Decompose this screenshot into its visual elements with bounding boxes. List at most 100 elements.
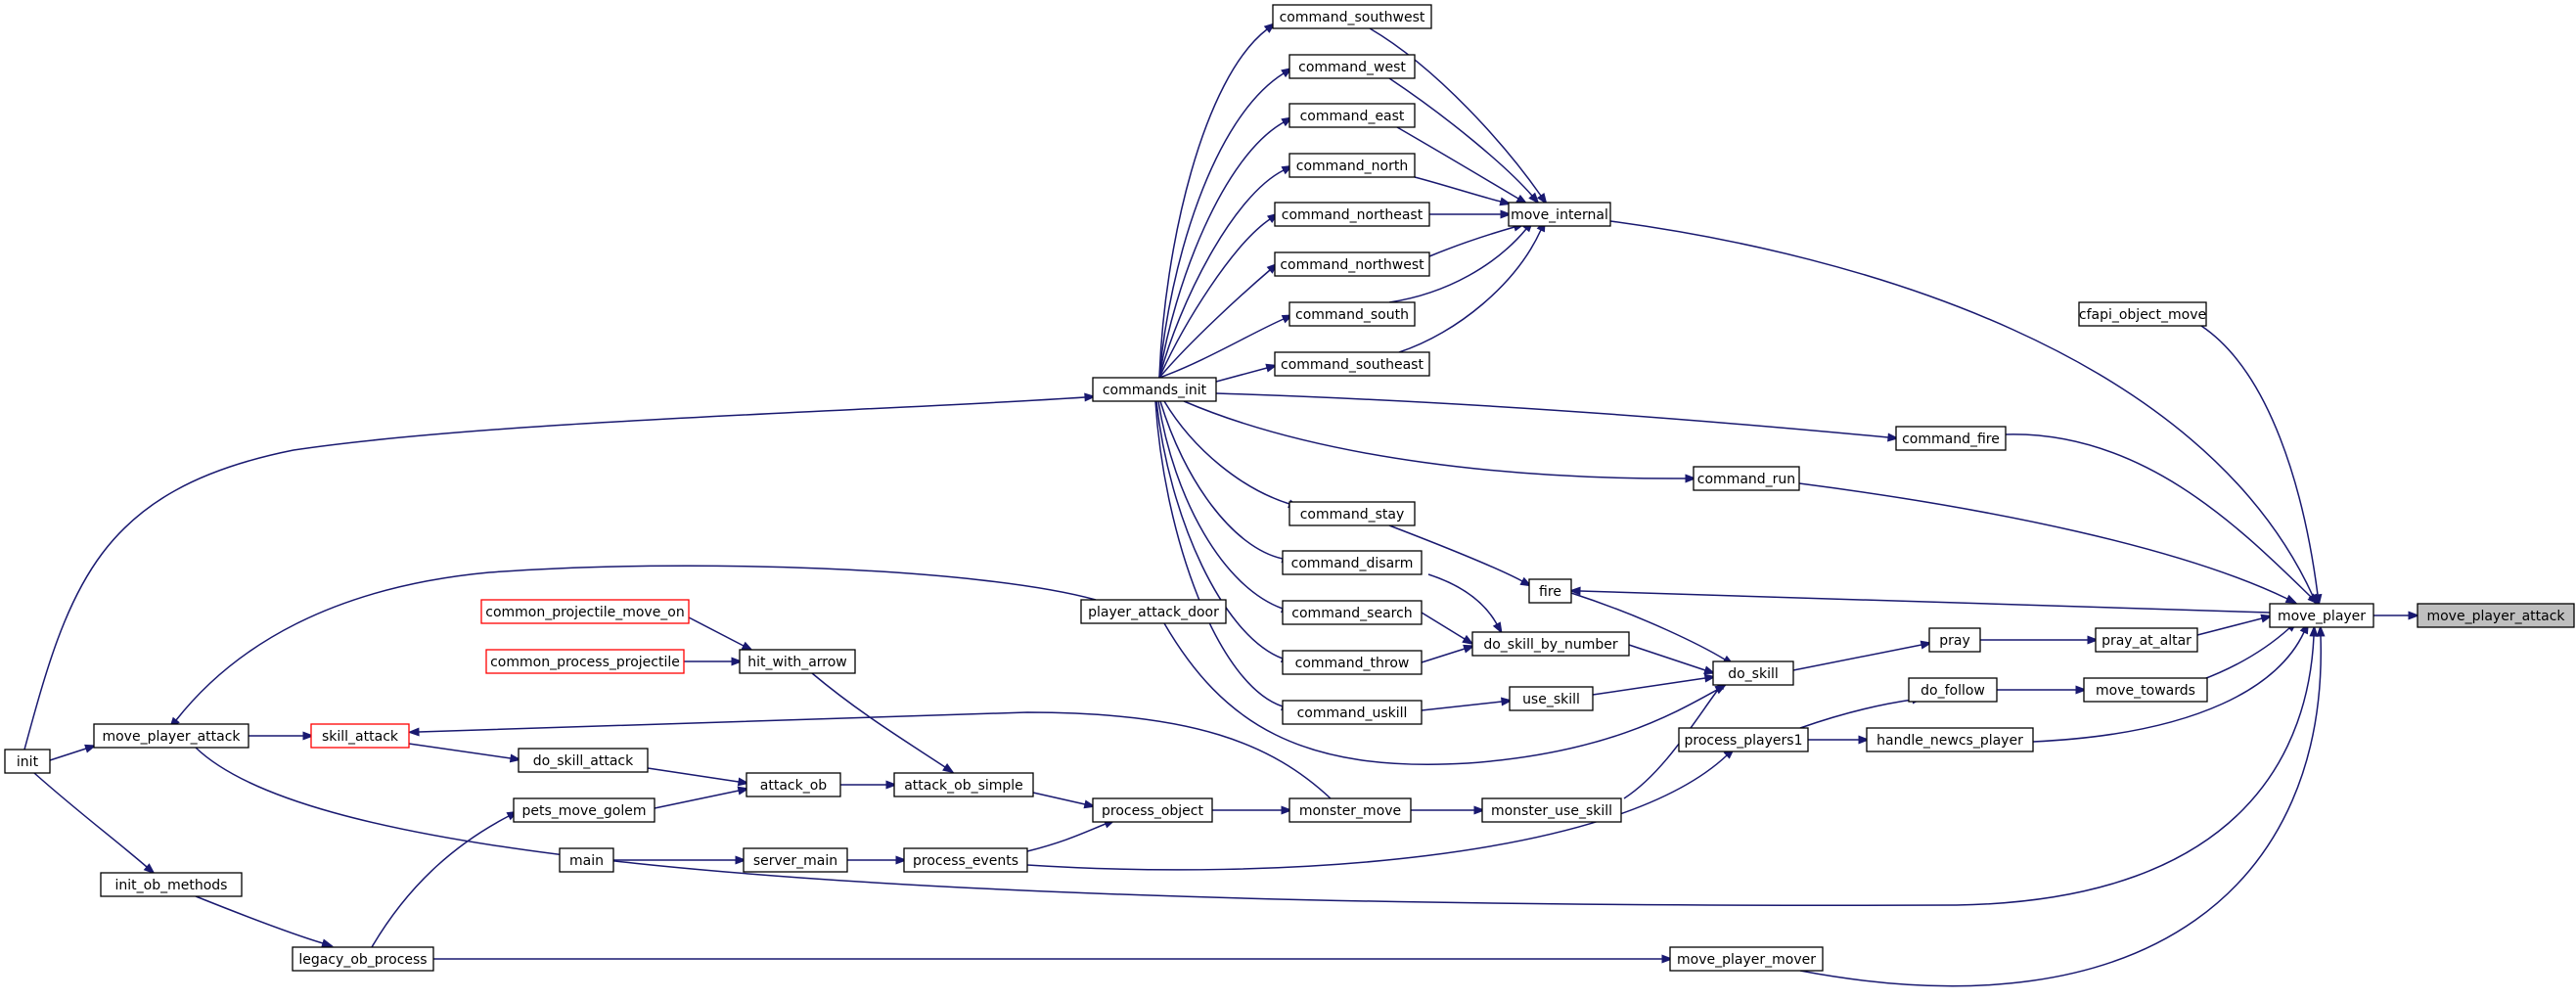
edge-line <box>1592 677 1706 696</box>
node-command-throw[interactable]: command_throw <box>1282 650 1423 675</box>
node-init[interactable]: init <box>4 749 51 774</box>
node-label: handle_newcs_player <box>1876 733 2023 749</box>
node-command-south[interactable]: command_south <box>1288 301 1416 327</box>
edge-arrowhead <box>321 938 334 948</box>
node-legacy-ob-process[interactable]: legacy_ob_process <box>292 946 434 972</box>
node-label: command_throw <box>1295 656 1410 671</box>
node-skill-attack[interactable]: skill_attack <box>310 723 410 749</box>
node-pray[interactable]: pray <box>1928 627 1981 653</box>
node-move-player-attack-l[interactable]: move_player_attack <box>93 723 249 749</box>
node-move-player-attack[interactable]: move_player_attack <box>2417 603 2575 628</box>
node-move-player-mover[interactable]: move_player_mover <box>1669 946 1824 972</box>
node-common-projectile-move-on[interactable]: common_projectile_move_on <box>480 599 690 624</box>
edge-pets_move_golem-to-attack_ob <box>654 786 750 809</box>
node-box <box>1092 377 1217 402</box>
edge-monster_move-to-skill_attack <box>407 711 1332 799</box>
node-attack-ob[interactable]: attack_ob <box>746 772 841 797</box>
node-do-follow[interactable]: do_follow <box>1908 677 1998 703</box>
node-box <box>1528 578 1572 604</box>
edge-process_object-to-monster_move <box>1212 805 1293 815</box>
node-commands-init[interactable]: commands_init <box>1092 377 1217 402</box>
node-pets-move-golem[interactable]: pets_move_golem <box>513 797 655 823</box>
node-cfapi-object-move[interactable]: cfapi_object_move <box>2078 301 2207 327</box>
node-process-players1[interactable]: process_players1 <box>1678 727 1809 752</box>
edge-main-to-server_main <box>613 855 747 865</box>
edge-line <box>1609 220 2314 597</box>
edge-commands_init-to-command_southwest <box>1158 22 1276 379</box>
node-box <box>1471 631 1630 657</box>
node-fire[interactable]: fire <box>1528 578 1572 604</box>
node-main[interactable]: main <box>559 847 614 873</box>
node-attack-ob-simple[interactable]: attack_ob_simple <box>893 772 1034 797</box>
node-do-skill[interactable]: do_skill <box>1712 660 1794 686</box>
edge-arrowhead <box>1281 805 1293 815</box>
node-move-towards[interactable]: move_towards <box>2083 677 2208 703</box>
node-command-southeast[interactable]: command_southeast <box>1274 351 1430 377</box>
edge-line <box>1396 126 1519 200</box>
node-box <box>513 797 655 823</box>
node-pray-at-altar[interactable]: pray_at_altar <box>2095 627 2198 653</box>
node-box <box>1509 686 1594 711</box>
edge-command_east-to-move_internal <box>1396 126 1528 205</box>
node-command-run[interactable]: command_run <box>1693 466 1800 491</box>
node-command-stay[interactable]: command_stay <box>1288 501 1416 526</box>
node-command-north[interactable]: command_north <box>1288 153 1416 178</box>
node-command-disarm[interactable]: command_disarm <box>1282 550 1423 575</box>
node-command-northeast[interactable]: command_northeast <box>1274 202 1430 227</box>
graph-edges <box>23 22 2420 987</box>
node-label: pets_move_golem <box>522 803 647 819</box>
edge-line <box>1570 592 1726 660</box>
edge-arrowhead <box>1462 634 1474 645</box>
node-process-events[interactable]: process_events <box>903 847 1028 873</box>
node-label: server_main <box>753 853 837 869</box>
edge-line <box>1388 228 1527 303</box>
node-do-skill-attack[interactable]: do_skill_attack <box>518 748 649 773</box>
node-init-ob-methods[interactable]: init_ob_methods <box>100 872 243 897</box>
node-command-search[interactable]: command_search <box>1282 600 1423 625</box>
edge-use_skill-to-do_skill <box>1592 673 1717 696</box>
edge-arrowhead <box>2260 614 2274 623</box>
node-process-object[interactable]: process_object <box>1092 797 1213 823</box>
node-command-fire[interactable]: command_fire <box>1895 426 2007 451</box>
edge-arrowhead <box>1499 197 1513 206</box>
node-move-player[interactable]: move_player <box>2269 603 2374 628</box>
edge-arrowhead <box>1661 954 1674 964</box>
edge-line <box>647 767 740 783</box>
edge-do_skill_by_number-to-do_skill <box>1628 644 1716 675</box>
node-monster-use-skill[interactable]: monster_use_skill <box>1481 797 1622 823</box>
node-label: fire <box>1539 584 1561 600</box>
node-move-internal[interactable]: move_internal <box>1508 202 1611 227</box>
node-server-main[interactable]: server_main <box>743 847 848 873</box>
node-player-attack-door[interactable]: player_attack_door <box>1080 599 1227 624</box>
edge-line <box>371 815 510 948</box>
node-handle-newcs-player[interactable]: handle_newcs_player <box>1866 727 2034 752</box>
node-box <box>1272 4 1432 29</box>
node-use-skill[interactable]: use_skill <box>1509 686 1594 711</box>
node-common-process-projectile[interactable]: common_process_projectile <box>485 649 685 674</box>
node-command-uskill[interactable]: command_uskill <box>1282 700 1423 725</box>
edge-common_process_projectile-to-hit_with_arrow <box>684 657 744 666</box>
edge-line <box>688 616 745 647</box>
edge-line <box>1428 226 1515 257</box>
edge-line <box>1158 121 1285 379</box>
node-command-west[interactable]: command_west <box>1288 54 1416 79</box>
edge-arrowhead <box>1858 735 1871 745</box>
edge-command_west-to-move_internal <box>1388 77 1540 205</box>
edge-arrowhead <box>735 855 747 865</box>
node-do-skill-by-number[interactable]: do_skill_by_number <box>1471 631 1630 657</box>
edge-line <box>1154 400 1284 707</box>
edge-command_northwest-to-move_internal <box>1428 222 1525 257</box>
node-command-northwest[interactable]: command_northwest <box>1274 251 1430 277</box>
edge-arrowhead <box>2075 685 2088 695</box>
edge-command_stay-to-fire <box>1388 524 1533 587</box>
edge-command_fire-to-move_player <box>2005 433 2320 605</box>
edge-arrowhead <box>2087 635 2100 645</box>
edge-line <box>1026 754 1728 871</box>
node-hit-with-arrow[interactable]: hit_with_arrow <box>739 649 856 674</box>
edge-line <box>1158 72 1285 379</box>
edge-line <box>1026 823 1107 852</box>
node-command-east[interactable]: command_east <box>1288 103 1416 128</box>
edge-common_projectile_move_on-to-hit_with_arrow <box>688 616 754 652</box>
node-command-southwest[interactable]: command_southwest <box>1272 4 1432 29</box>
node-monster-move[interactable]: monster_move <box>1288 797 1412 823</box>
